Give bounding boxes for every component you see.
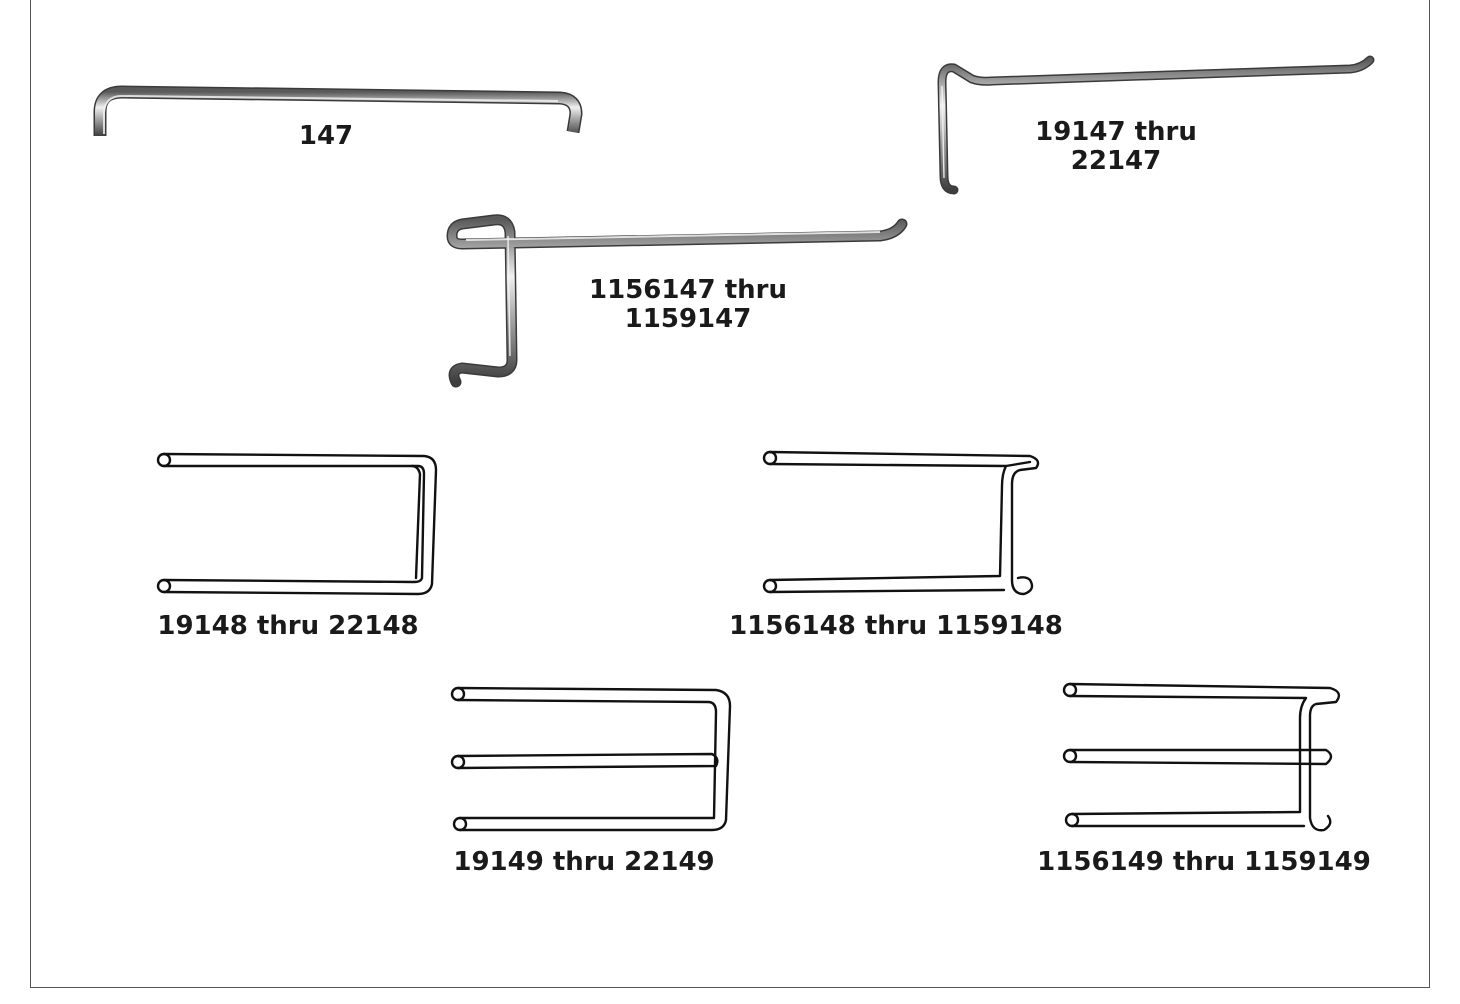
label-147-text: 147	[298, 121, 354, 151]
label-19147-line1: 19147 thru	[1035, 117, 1197, 147]
label-19148-text: 19148 thru 22148	[157, 611, 419, 641]
rod-19147-image	[937, 55, 1375, 195]
rod-19149-drawing	[450, 686, 732, 832]
rod-147-image	[93, 85, 583, 136]
rod-1156149-drawing	[1062, 682, 1341, 832]
label-1156148-text: 1156148 thru 1159148	[729, 611, 1063, 641]
label-1156147-line2: 1159147	[624, 304, 752, 334]
label-147: 147	[299, 122, 353, 151]
label-1156148: 1156148 thru 1159148	[729, 612, 1063, 641]
label-1156149: 1156149 thru 1159149	[1037, 848, 1371, 877]
label-19149: 19149 thru 22149	[453, 848, 714, 877]
rod-1156148-drawing	[762, 450, 1040, 596]
footer-cutoff	[40, 990, 1420, 1004]
rod-19148-drawing	[156, 452, 438, 596]
label-19147: 19147 thru 22147	[1035, 118, 1197, 176]
rod-1156147-image	[446, 214, 908, 388]
label-1156147-line1: 1156147 thru	[589, 275, 787, 305]
label-1156147: 1156147 thru 1159147	[589, 276, 787, 334]
page-frame	[30, 0, 1430, 988]
label-19149-text: 19149 thru 22149	[453, 847, 715, 877]
label-19148: 19148 thru 22148	[157, 612, 418, 641]
label-1156149-text: 1156149 thru 1159149	[1037, 847, 1371, 877]
label-19147-line2: 22147	[1070, 146, 1162, 176]
